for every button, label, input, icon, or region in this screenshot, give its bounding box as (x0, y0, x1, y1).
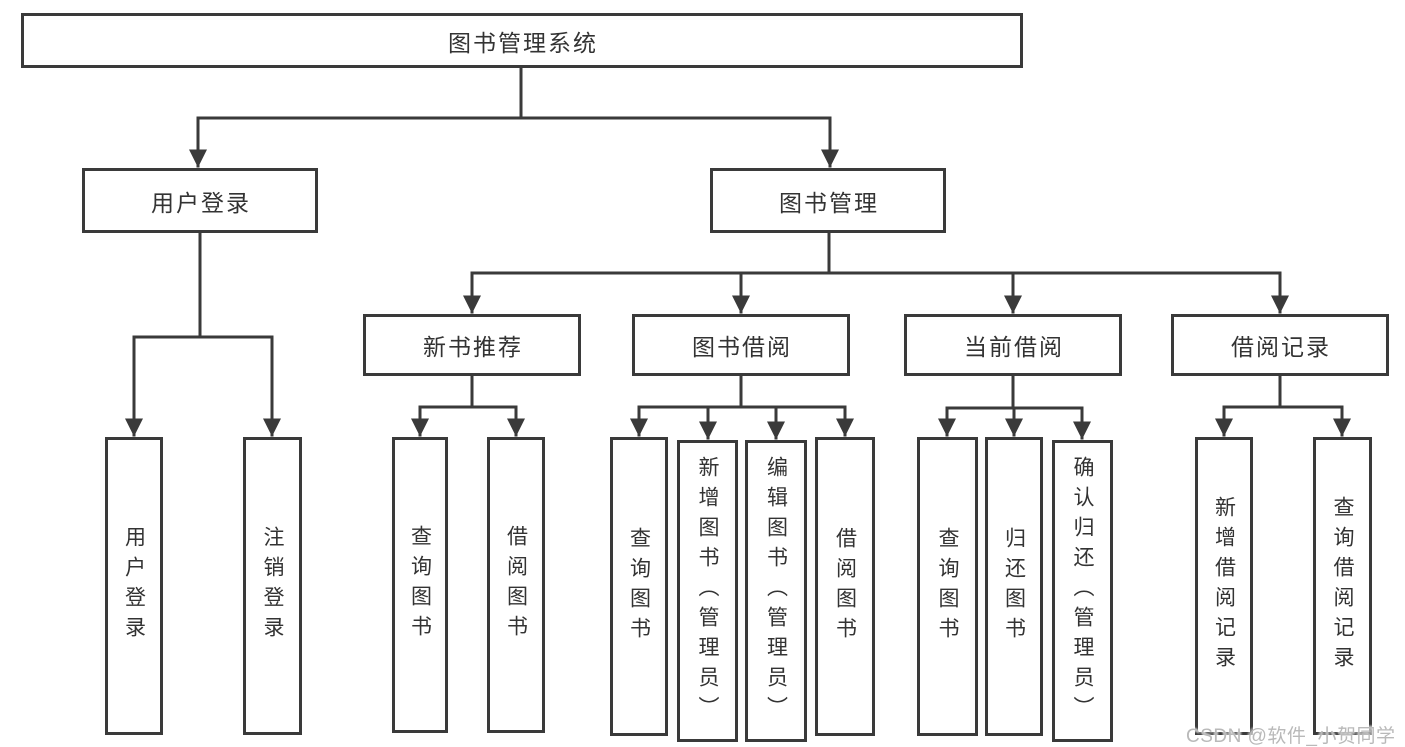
leaf-query-books-current: 查询图书 (917, 437, 978, 736)
node-borrow-records: 借阅记录 (1171, 314, 1389, 376)
leaf-label: 借阅图书 (833, 526, 857, 647)
node-current-borrow-label: 当前借阅 (964, 334, 1064, 360)
leaf-label: 借阅图书 (504, 525, 528, 645)
node-book-borrow: 图书借阅 (632, 314, 850, 376)
leaf-label: 查询图书 (936, 526, 959, 647)
node-root-label: 图书管理系统 (448, 29, 598, 56)
connector-book-management (463, 231, 1289, 314)
leaf-label: 查询借阅记录 (1331, 496, 1354, 676)
leaf-query-books-recommend: 查询图书 (392, 437, 448, 733)
leaf-user-login-label: 用户登录 (122, 526, 146, 646)
leaf-logout-label: 注销登录 (261, 526, 284, 646)
connector-new-book-recommend (411, 374, 525, 437)
leaf-label: 新增图书（管理员） (696, 456, 719, 726)
leaf-add-books-admin: 新增图书（管理员） (677, 440, 738, 742)
node-new-book-recommend-label: 新书推荐 (423, 334, 523, 360)
leaf-borrow-books: 借阅图书 (815, 437, 875, 736)
leaf-query-borrow-record: 查询借阅记录 (1313, 437, 1372, 735)
leaf-edit-books-admin: 编辑图书（管理员） (745, 440, 807, 742)
connector-borrow-records (1215, 374, 1351, 437)
connector-current-borrow (938, 374, 1091, 440)
node-new-book-recommend: 新书推荐 (363, 314, 581, 376)
node-book-borrow-label: 图书借阅 (692, 334, 792, 360)
leaf-label: 查询图书 (408, 525, 432, 645)
csdn-watermark: CSDN @软件_小贺同学 (1186, 726, 1396, 747)
connector-root (189, 66, 839, 168)
leaf-return-books: 归还图书 (985, 437, 1043, 736)
leaf-query-books-borrow: 查询图书 (610, 437, 668, 736)
leaf-label: 归还图书 (1002, 526, 1026, 647)
node-borrow-records-label: 借阅记录 (1231, 334, 1331, 360)
leaf-label: 新增借阅记录 (1212, 496, 1236, 676)
leaf-label: 确认归还（管理员） (1071, 456, 1094, 726)
leaf-logout: 注销登录 (243, 437, 302, 735)
node-user-login-label: 用户登录 (151, 189, 251, 216)
node-user-login: 用户登录 (82, 168, 318, 233)
leaf-add-borrow-record: 新增借阅记录 (1195, 437, 1253, 735)
node-book-management: 图书管理 (710, 168, 946, 233)
node-book-management-label: 图书管理 (779, 189, 879, 216)
leaf-label: 编辑图书（管理员） (764, 456, 788, 726)
leaf-borrow-books-recommend: 借阅图书 (487, 437, 545, 733)
leaf-user-login: 用户登录 (105, 437, 163, 735)
node-root-system: 图书管理系统 (21, 13, 1023, 68)
leaf-confirm-return-admin: 确认归还（管理员） (1052, 440, 1113, 742)
node-current-borrow: 当前借阅 (904, 314, 1122, 376)
connector-user-login (125, 231, 281, 437)
connector-book-borrow (630, 374, 854, 440)
leaf-label: 查询图书 (627, 526, 651, 647)
